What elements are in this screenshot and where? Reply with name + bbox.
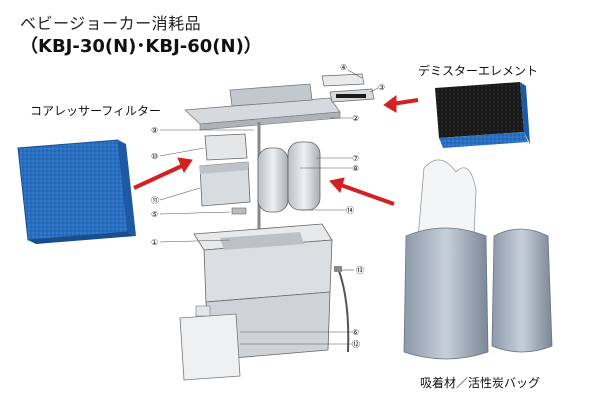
callout-4: ④ — [340, 63, 347, 72]
callout-2: ② — [352, 114, 359, 123]
callout-11: ⑪ — [151, 196, 159, 205]
callout-7: ⑦ — [352, 154, 359, 163]
callout-numbers: ① ② ③ ④ ⑤ ⑥ ⑦ ⑧ ⑨ ⑩ ⑪ ⑫ ⑬ ⑭ — [151, 63, 385, 349]
callout-9: ⑨ — [151, 126, 158, 135]
base-tub — [193, 223, 333, 361]
fitting-5 — [231, 207, 247, 215]
coalescer-filter-label: コアレッサーフィルター — [30, 104, 162, 118]
callout-5: ⑤ — [151, 210, 158, 219]
adsorbent-bag-small — [491, 228, 553, 353]
callout-8: ⑧ — [352, 164, 359, 173]
filter-boxes — [199, 133, 251, 207]
title-line-1: ベビージョーカー消耗品 — [20, 14, 202, 33]
callout-lines — [159, 69, 379, 345]
callout-6: ⑥ — [352, 328, 359, 337]
coalescer-filter-image — [17, 139, 136, 244]
callout-10: ⑩ — [151, 152, 158, 161]
drain-tank — [179, 305, 241, 381]
red-arrows — [133, 95, 419, 206]
canister-pair — [257, 141, 321, 213]
demister-element-label: デミスターエレメント — [418, 64, 539, 78]
parts-3-4 — [321, 73, 375, 103]
adsorbent-bag-label: 吸着材／活性炭バッグ — [420, 376, 541, 390]
lid-tray — [184, 83, 341, 131]
title-line-2: （KBJ-30(N)･KBJ-60(N)） — [20, 36, 262, 57]
callout-14: ⑭ — [346, 206, 354, 215]
drain-hose — [337, 267, 350, 353]
hose-fitting — [334, 266, 342, 272]
callout-1: ① — [151, 238, 158, 247]
adsorbent-bag-large — [403, 159, 489, 360]
demister-element-image — [435, 82, 530, 148]
callout-13: ⑬ — [356, 266, 364, 275]
callout-3: ③ — [378, 83, 385, 92]
callout-12: ⑫ — [352, 340, 360, 349]
